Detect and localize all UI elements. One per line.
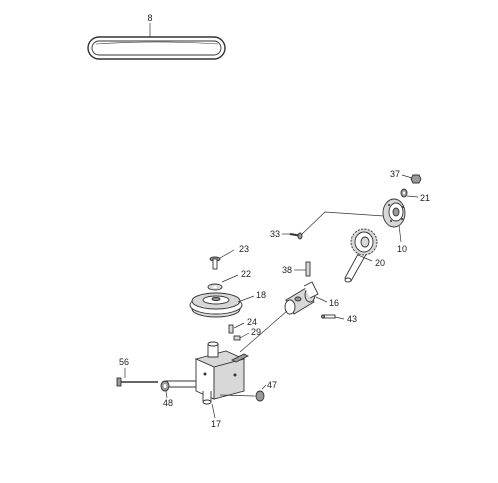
pin-part-43 bbox=[321, 314, 336, 319]
coupling-part-16 bbox=[284, 281, 319, 315]
callout-22: 22 bbox=[241, 269, 251, 279]
nut-part-48 bbox=[160, 380, 170, 392]
callout-23: 23 bbox=[239, 244, 249, 254]
callout-8: 8 bbox=[147, 13, 152, 23]
callout-labels: 8 37 21 10 33 20 23 22 38 18 16 24 29 43… bbox=[119, 13, 430, 429]
callout-16: 16 bbox=[329, 298, 339, 308]
bolt-part-23 bbox=[209, 256, 221, 270]
washer-part-21 bbox=[400, 188, 408, 198]
screw-part-33 bbox=[289, 232, 303, 240]
callout-10: 10 bbox=[397, 244, 407, 254]
hub-part-10 bbox=[382, 198, 406, 228]
callout-47: 47 bbox=[267, 380, 277, 390]
callout-29: 29 bbox=[251, 327, 261, 337]
gear-teeth bbox=[350, 228, 378, 256]
callout-56: 56 bbox=[119, 357, 129, 367]
bolt-part-56 bbox=[116, 377, 158, 387]
pin-part-38 bbox=[305, 261, 311, 277]
callout-20: 20 bbox=[375, 258, 385, 268]
callout-43: 43 bbox=[347, 314, 357, 324]
assembly-line bbox=[239, 310, 288, 353]
gearbox-part-17 bbox=[165, 341, 250, 405]
callout-33: 33 bbox=[270, 229, 280, 239]
callout-38: 38 bbox=[282, 265, 292, 275]
washer-part-22 bbox=[207, 283, 223, 291]
gear-shaft-part-20 bbox=[344, 228, 378, 283]
key-part-29 bbox=[233, 335, 241, 341]
key-part-24 bbox=[228, 324, 234, 334]
callout-17: 17 bbox=[211, 419, 221, 429]
callout-21: 21 bbox=[420, 193, 430, 203]
callout-48: 48 bbox=[163, 398, 173, 408]
callout-24: 24 bbox=[247, 317, 257, 327]
callout-18: 18 bbox=[256, 290, 266, 300]
leader-lines bbox=[124, 174, 419, 419]
bolt-part-47 bbox=[219, 390, 265, 402]
rod-line bbox=[299, 211, 385, 237]
pulley-part-18 bbox=[189, 292, 243, 318]
nut-part-37 bbox=[410, 174, 422, 184]
belt-part-8 bbox=[87, 36, 226, 60]
callout-37: 37 bbox=[390, 169, 400, 179]
